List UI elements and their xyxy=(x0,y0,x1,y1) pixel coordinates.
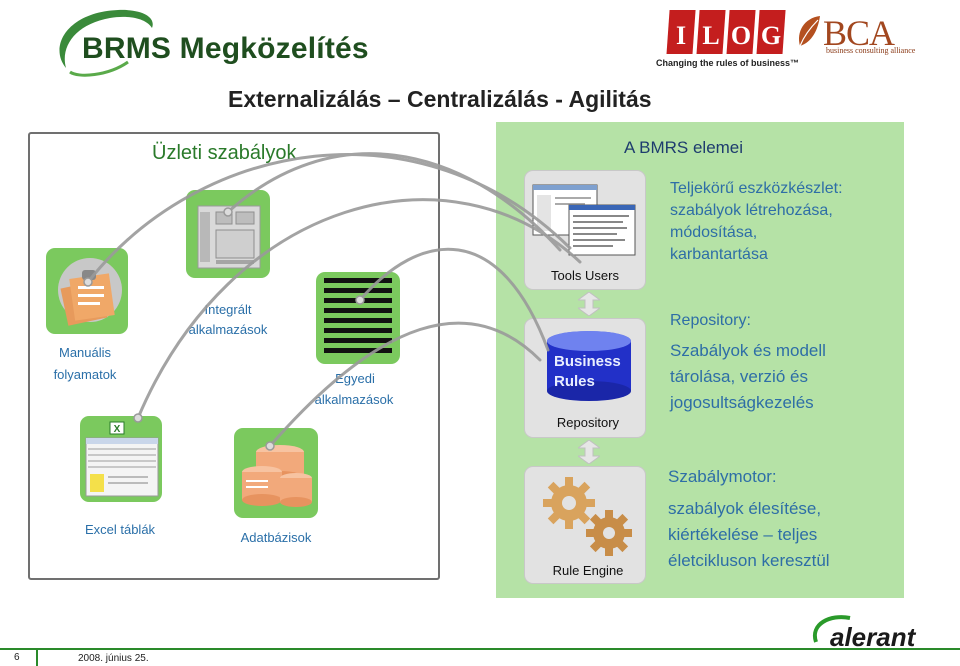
double-arrow-icon xyxy=(578,440,600,464)
rule-engine-desc-heading: Szabálymotor: xyxy=(668,467,777,486)
clipboard-icon xyxy=(58,258,122,326)
repository-desc-line: tárolása, verzió és xyxy=(670,367,808,386)
bmrs-components-title: A BMRS elemei xyxy=(624,138,744,157)
ilog-letter: I xyxy=(676,21,686,50)
repository-desc-line: jogosultságkezelés xyxy=(670,393,814,412)
server-icon xyxy=(197,205,261,269)
page-title: BRMS Megközelítés xyxy=(82,32,369,65)
tools-users-label: Tools Users xyxy=(551,268,619,283)
databases-tile xyxy=(234,428,318,518)
tools-description: Teljekörű eszközkészlet: szabályok létre… xyxy=(670,178,843,266)
database-icon xyxy=(242,445,312,507)
integrated-apps-label-1: Integrált xyxy=(204,302,252,317)
leaf-icon xyxy=(798,16,820,47)
alerant-wordmark: alerant xyxy=(830,622,917,652)
repository-description-body: Szabályok és modell tárolása, verzió és … xyxy=(670,338,826,416)
ilog-letter: G xyxy=(761,21,781,50)
custom-apps-label-2: alkalmazások xyxy=(314,392,394,407)
screenshot-window-icon xyxy=(532,184,636,256)
excel-tile: X xyxy=(80,416,162,502)
spreadsheet-icon: X xyxy=(85,421,159,497)
rule-engine-desc-line: életcikluson keresztül xyxy=(668,551,830,570)
custom-apps-tile xyxy=(316,272,400,364)
integrated-apps-tile xyxy=(186,190,270,278)
tools-desc-line: karbantartása xyxy=(670,246,768,263)
manual-process-label-1: Manuális xyxy=(58,345,112,360)
excel-label: Excel táblák xyxy=(84,522,156,537)
page-number: 6 xyxy=(14,652,20,663)
page-subtitle: Externalizálás – Centralizálás - Agilitá… xyxy=(228,86,652,112)
integrated-apps-label-2: alkalmazások xyxy=(188,322,268,337)
ilog-letter: O xyxy=(731,21,751,50)
footer-bar xyxy=(0,648,960,666)
databases-label: Adatbázisok xyxy=(240,530,312,545)
footer-date: 2008. június 25. xyxy=(78,653,149,664)
manual-process-tile xyxy=(46,248,128,334)
business-rules-title: Üzleti szabályok xyxy=(152,142,297,164)
rule-engine-desc-line: szabályok élesítése, xyxy=(668,499,822,518)
manual-process-label-2: folyamatok xyxy=(53,367,117,382)
ilog-letter: L xyxy=(702,21,719,50)
ilog-tagline: Changing the rules of business™ xyxy=(656,58,800,68)
alerant-logo: alerant xyxy=(812,615,917,652)
repository-label: Repository xyxy=(556,415,620,430)
repository-inner-label-1: Business xyxy=(554,353,621,370)
code-listing-icon xyxy=(324,278,392,353)
rule-engine-label: Rule Engine xyxy=(552,563,624,578)
bca-logo-text: BCA xyxy=(823,13,895,53)
repository-desc-line: Szabályok és modell xyxy=(670,341,826,360)
brand-swoosh-icon xyxy=(59,9,153,77)
tools-desc-line: Teljekörű eszközkészlet: xyxy=(670,180,843,197)
ilog-logo: I L O G xyxy=(666,10,786,54)
repository-desc-heading: Repository: xyxy=(670,312,751,329)
gears-icon xyxy=(543,477,632,556)
bca-tagline: business consulting alliance xyxy=(826,46,916,55)
rule-engine-description: Szabálymotor: xyxy=(668,466,777,488)
tools-desc-line: szabályok létrehozása, xyxy=(670,202,833,219)
rule-engine-desc-line: kiértékelése – teljes xyxy=(668,525,818,544)
rule-engine-description-body: szabályok élesítése, kiértékelése – telj… xyxy=(668,496,830,574)
rule-engine-tile xyxy=(524,466,646,584)
double-arrow-icon xyxy=(578,292,600,316)
repository-inner-label-2: Rules xyxy=(554,373,595,390)
custom-apps-label-1: Egyedi xyxy=(335,371,375,386)
svg-text:X: X xyxy=(114,424,121,435)
tools-desc-line: módosítása, xyxy=(670,224,758,241)
repository-description: Repository: xyxy=(670,310,751,332)
